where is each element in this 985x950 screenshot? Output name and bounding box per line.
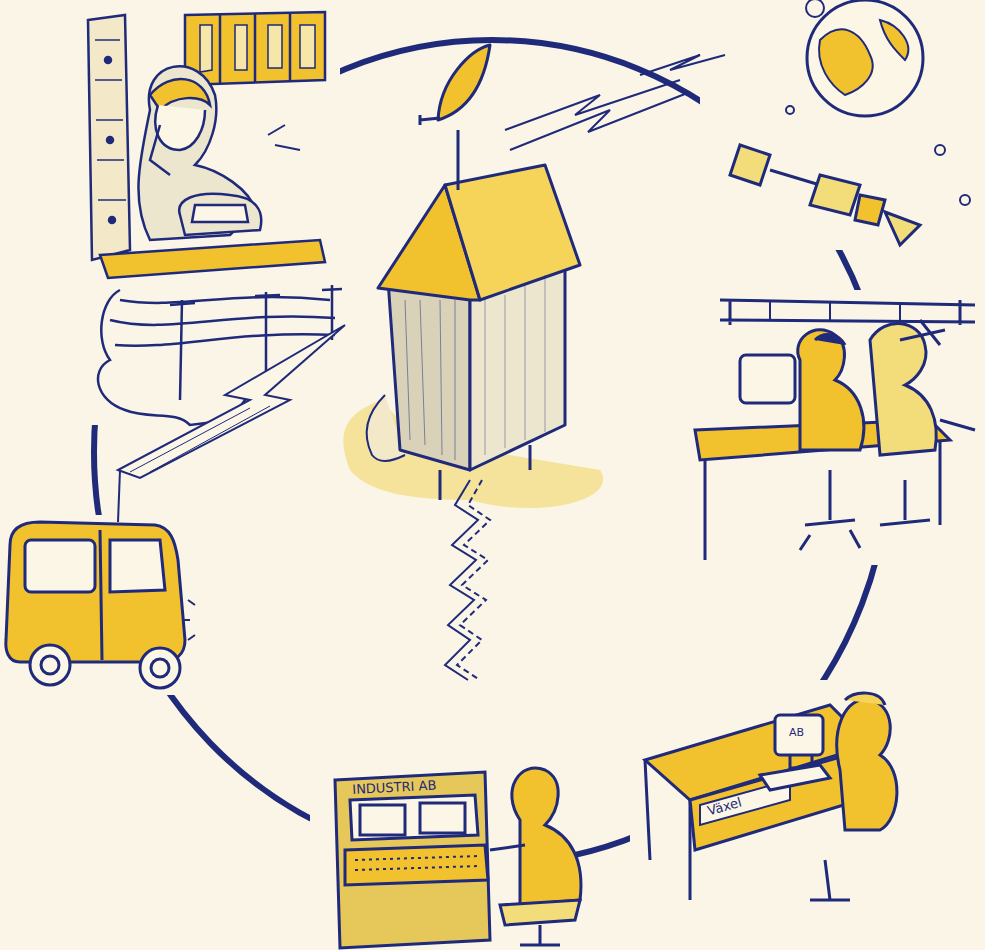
switchboard-desk-part	[775, 715, 823, 755]
industrial-console-part	[335, 772, 490, 948]
woman-on-phone-part	[95, 40, 126, 200]
computer-room-part	[940, 420, 975, 430]
van-part	[140, 648, 180, 688]
lightning-bolt-part	[118, 325, 345, 478]
switchboard-desk-part	[845, 693, 885, 705]
woman-on-phone-part	[268, 125, 300, 150]
switchboard-desk	[645, 693, 897, 900]
switchboard-desk-part	[760, 765, 830, 790]
industrial-console-part	[512, 768, 581, 905]
van-part	[30, 645, 70, 685]
woman-on-phone-part	[138, 66, 255, 240]
switchboard-desk-part	[810, 860, 850, 900]
exchange-building-part	[438, 45, 490, 120]
industrial-console-part	[355, 856, 480, 870]
computer-room-part	[870, 324, 936, 455]
exchange-building-part	[445, 165, 580, 300]
earth-satellite-part	[806, 0, 824, 17]
exchange-building-part	[405, 300, 455, 460]
computer-room-part	[815, 335, 845, 345]
radio-link-part	[510, 92, 690, 150]
earth-satellite-part	[935, 145, 945, 155]
industrial-console-part	[520, 925, 560, 945]
van-part	[6, 522, 185, 662]
van-part	[118, 470, 120, 522]
woman-on-phone-part	[185, 12, 325, 85]
van-part	[183, 600, 195, 640]
van-part	[100, 530, 102, 660]
ring-gaps-part	[700, 0, 985, 250]
telephone-lines-part	[170, 289, 342, 305]
exchange-building-part	[420, 115, 440, 125]
telephone-lines-part	[120, 297, 330, 303]
woman-on-phone-part	[179, 194, 261, 235]
radio-link-part	[505, 80, 680, 130]
computer-room-part	[740, 355, 795, 403]
computer-room-part	[800, 470, 860, 550]
industrial-console	[335, 768, 581, 948]
van-part	[110, 540, 165, 592]
radio-link-part	[640, 55, 725, 75]
telephone-lines-part	[115, 334, 335, 346]
woman-on-phone-part	[100, 240, 325, 278]
van	[6, 470, 195, 688]
earth-satellite-part	[885, 212, 920, 245]
ring-gaps-part	[70, 0, 340, 290]
computer-room	[695, 300, 975, 560]
switchboard-desk-part	[645, 745, 870, 900]
computer-room-part	[900, 320, 945, 345]
industrial-console-part	[360, 805, 405, 835]
industrial-console-part	[500, 900, 580, 925]
industrial-console-part	[350, 795, 478, 840]
exchange-building-part	[457, 130, 460, 190]
ring-gaps-part	[0, 515, 190, 695]
computer-room-part	[798, 330, 864, 450]
van-part	[41, 656, 59, 674]
industrial-console-part	[345, 845, 488, 885]
exchange-building	[343, 45, 603, 508]
woman-on-phone-part	[192, 205, 248, 222]
computer-room-part	[880, 480, 930, 525]
signal-link-part	[457, 480, 490, 680]
earth-satellite-part	[770, 170, 820, 185]
industrial-console-part	[420, 803, 465, 833]
woman-on-phone-part	[150, 125, 170, 175]
woman-on-phone-part	[105, 57, 111, 63]
computer-room-part	[720, 300, 975, 325]
woman-on-phone-part	[200, 25, 315, 72]
earth-satellite	[730, 0, 970, 245]
computer-room-part	[705, 440, 940, 560]
switchboard-desk-part	[837, 700, 897, 830]
screen-text: AB	[789, 727, 804, 738]
telephone-lines-part	[110, 316, 335, 325]
earth-satellite-part	[880, 20, 908, 60]
industrial-console-part	[490, 845, 525, 850]
telephone-lines-part	[98, 290, 260, 425]
lightning-bolt	[118, 325, 345, 478]
earth-satellite-part	[730, 145, 770, 185]
exchange-building-part	[485, 275, 545, 455]
van-part	[25, 540, 95, 592]
earth-satellite-part	[819, 29, 873, 95]
signal-link	[445, 480, 490, 680]
earth-satellite-part	[855, 195, 885, 225]
computer-room-part	[770, 302, 900, 321]
woman-on-phone	[88, 12, 325, 278]
woman-on-phone-part	[155, 105, 205, 150]
woman-on-phone-part	[88, 15, 130, 260]
earth-satellite-part	[786, 106, 794, 114]
van-part	[151, 659, 169, 677]
earth-satellite-part	[807, 0, 923, 116]
radio-link	[505, 55, 725, 150]
lightning-bolt-part	[130, 406, 270, 472]
earth-satellite-part	[960, 195, 970, 205]
woman-on-phone-part	[109, 217, 115, 223]
earth-satellite-part	[810, 175, 860, 215]
exchange-building-part	[388, 280, 470, 470]
ring-gaps-part	[680, 290, 980, 565]
woman-on-phone-part	[107, 137, 113, 143]
